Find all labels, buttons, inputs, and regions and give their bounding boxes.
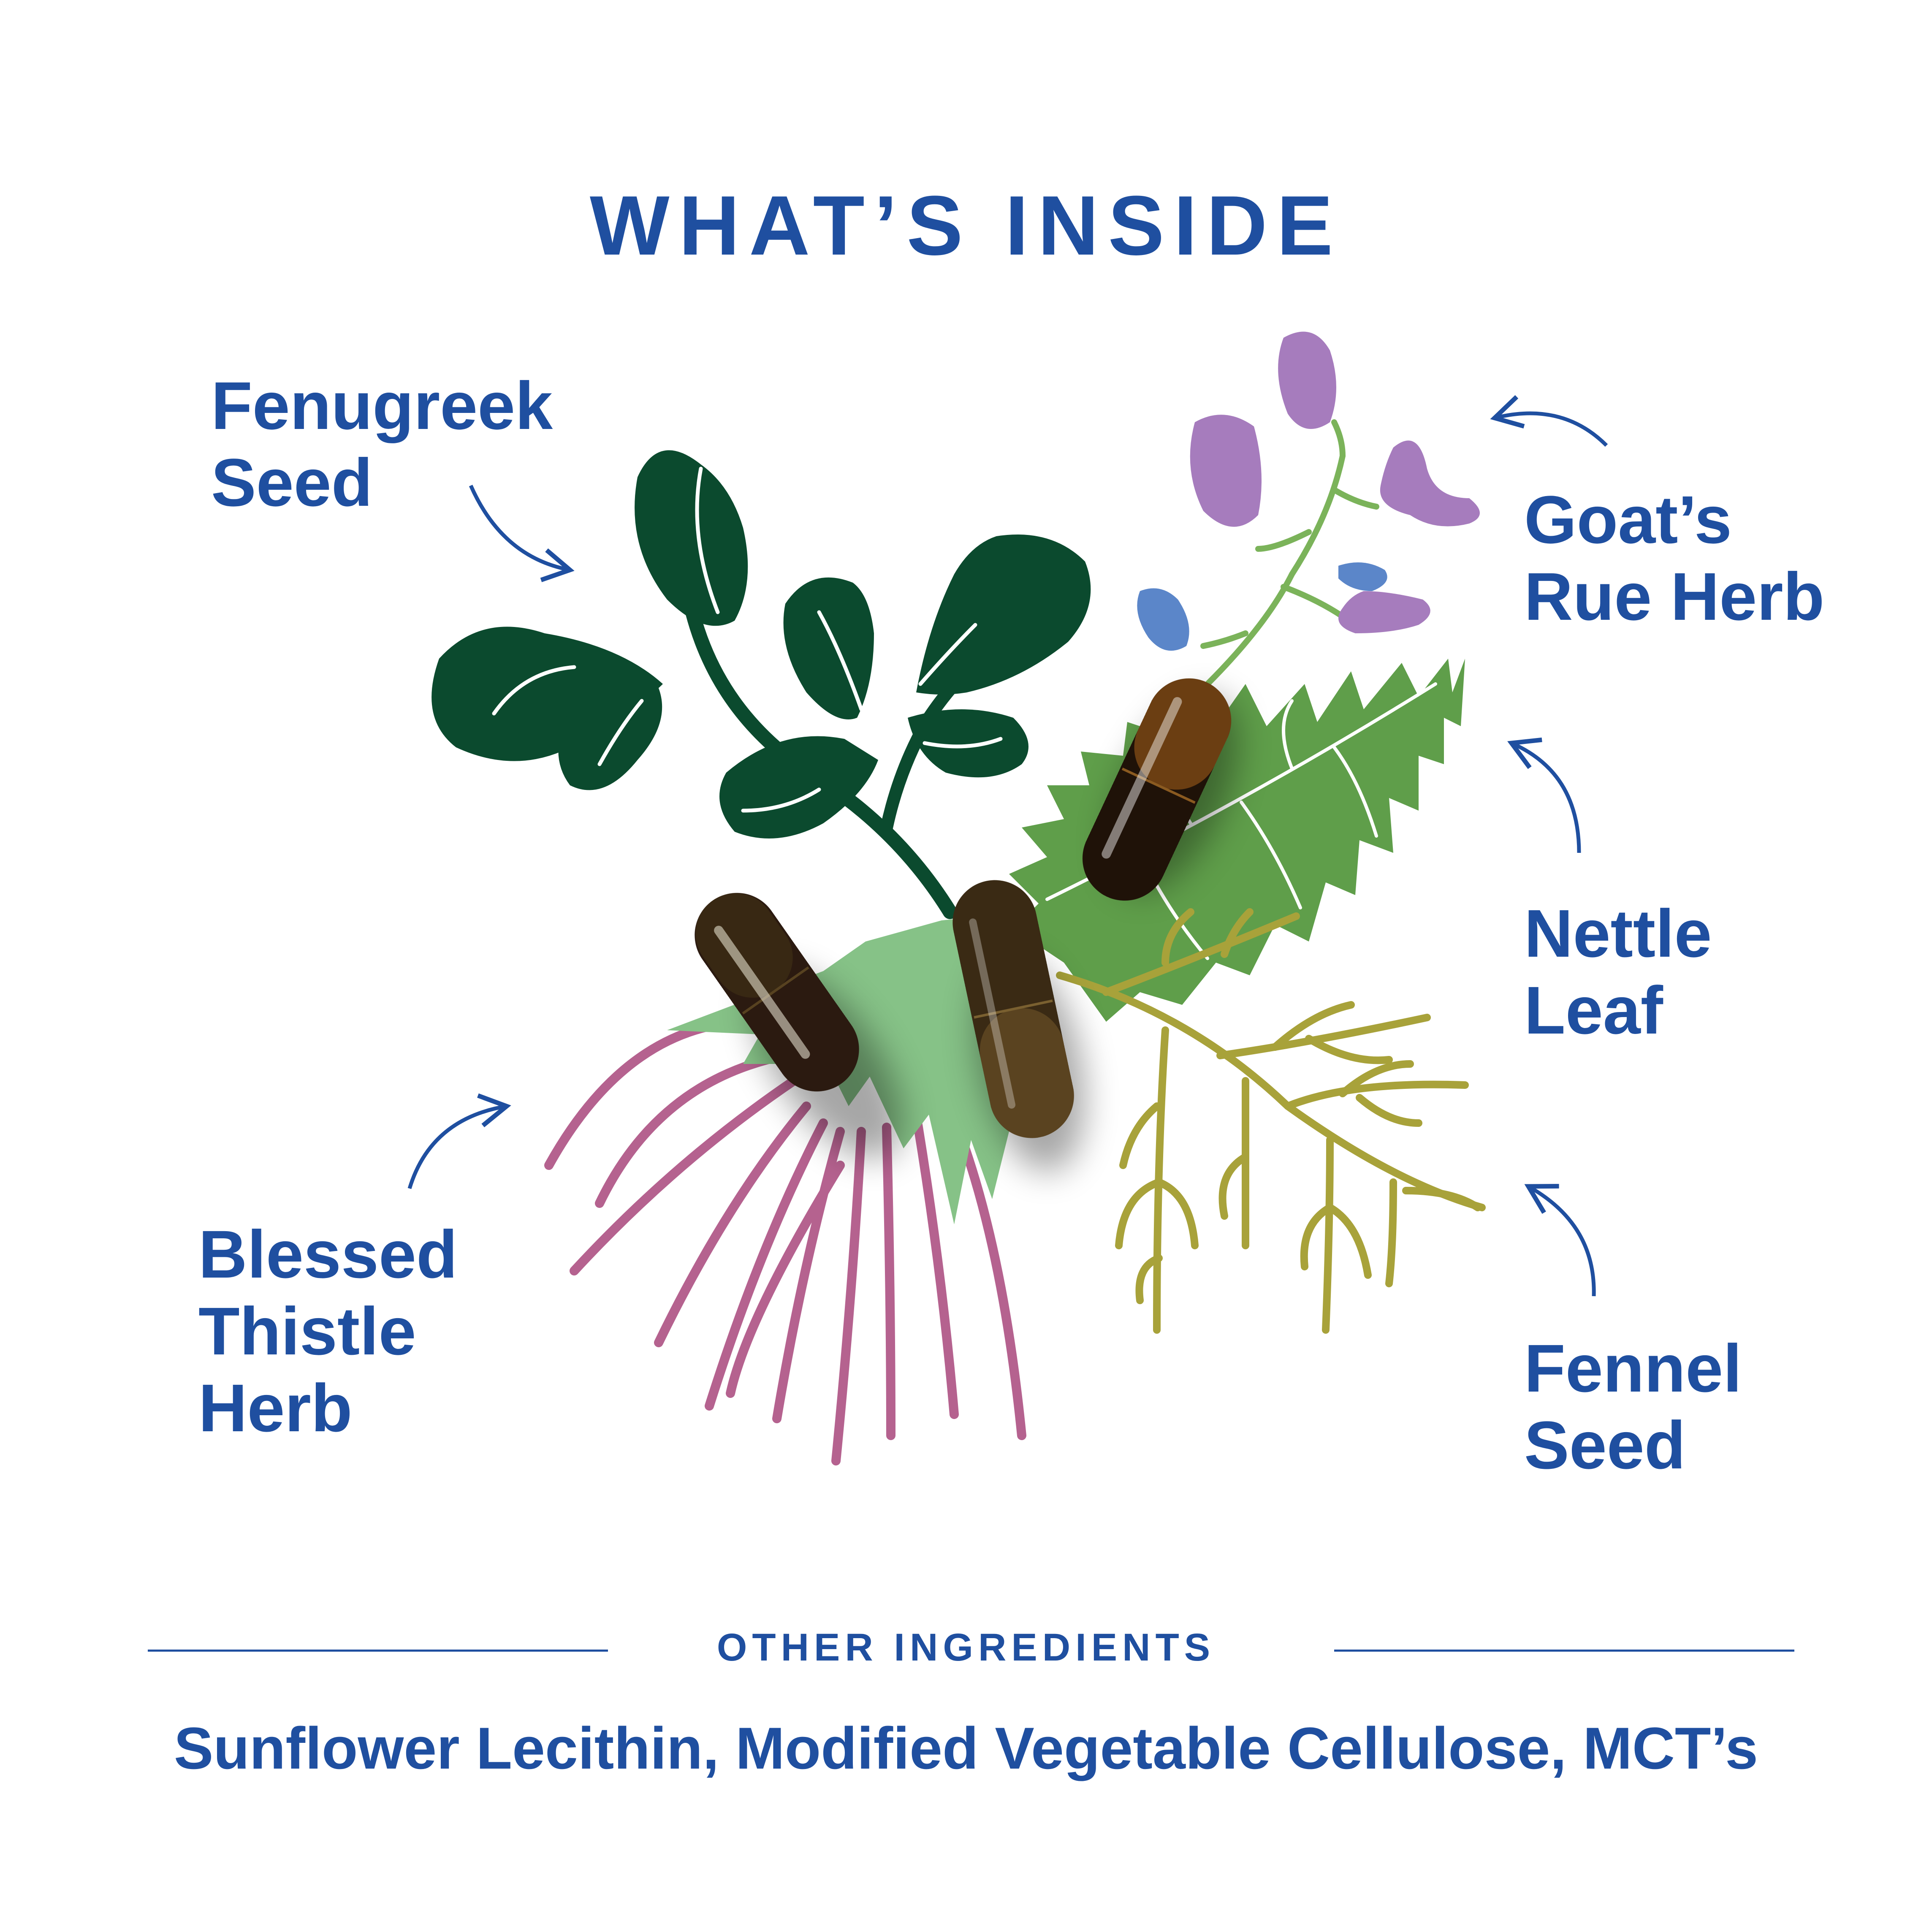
capsule-left-icon bbox=[695, 893, 859, 1092]
goats-rue-icon bbox=[1137, 331, 1480, 687]
label-goats-rue-herb: Goat’s Rue Herb bbox=[1524, 482, 1825, 634]
nettle-leaf-icon bbox=[1009, 659, 1465, 1022]
fennel-frond-icon bbox=[1056, 908, 1486, 1334]
page-title: WHAT’S INSIDE bbox=[589, 179, 1343, 273]
label-nettle-leaf: Nettle Leaf bbox=[1524, 895, 1712, 1048]
label-fennel-seed: Fennel Seed bbox=[1524, 1330, 1742, 1483]
divider-right bbox=[1334, 1650, 1794, 1652]
capsule-middle-icon bbox=[952, 880, 1074, 1138]
divider-left bbox=[148, 1650, 608, 1652]
other-ingredients-list: Sunflower Lecithin, Modified Vegetable C… bbox=[174, 1715, 1758, 1781]
label-fenugreek-seed: Fenugreek Seed bbox=[211, 368, 553, 520]
capsule-top-icon bbox=[1082, 678, 1232, 901]
arrow-thistle-icon bbox=[407, 1093, 511, 1189]
fenugreek-plant-icon bbox=[431, 450, 1091, 919]
label-blessed-thistle-herb: Blessed Thistle Herb bbox=[198, 1216, 458, 1446]
arrow-fenugreek-icon bbox=[469, 485, 575, 582]
arrow-nettle-icon bbox=[1507, 737, 1581, 853]
arrow-goats-rue-icon bbox=[1490, 395, 1608, 447]
arrow-fennel-icon bbox=[1524, 1184, 1596, 1297]
other-ingredients-heading: OTHER INGREDIENTS bbox=[716, 1626, 1216, 1669]
